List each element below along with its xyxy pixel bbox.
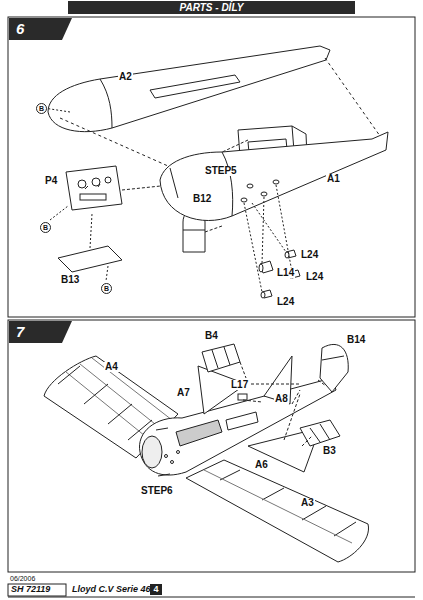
- kit-name: Lloyd C.V Serie 46: [72, 585, 151, 594]
- part-label: A7: [176, 388, 191, 398]
- part-label: A1: [326, 174, 341, 184]
- part-label: B12: [192, 194, 212, 204]
- part-label: A4: [104, 362, 119, 372]
- page-number: 4: [150, 584, 162, 595]
- part-label: A2: [118, 72, 133, 82]
- step-number: 6: [16, 21, 24, 36]
- circled-letter: B: [40, 222, 51, 233]
- part-label: L24: [276, 297, 295, 307]
- date-note: 06/2006: [10, 575, 35, 582]
- circled-letter: B: [36, 103, 47, 114]
- part-label: B3: [322, 446, 337, 456]
- kit-number: SH 72119: [11, 585, 50, 594]
- part-label: B14: [346, 335, 366, 345]
- circled-letter: B: [101, 283, 112, 294]
- part-label: P4: [44, 176, 58, 186]
- step-reference: STEP6: [140, 486, 174, 496]
- part-label: A6: [254, 460, 269, 470]
- part-label: L24: [300, 250, 319, 260]
- step-reference: STEP5: [204, 166, 238, 176]
- part-label: L24: [305, 272, 324, 282]
- part-label: L14: [276, 268, 295, 278]
- step-number: 7: [16, 324, 24, 339]
- part-label: A8: [274, 394, 289, 404]
- header-title: PARTS - DÍLY: [68, 1, 355, 14]
- part-label: L17: [230, 380, 249, 390]
- part-label: B13: [60, 275, 80, 285]
- part-label: A3: [300, 498, 315, 508]
- part-label: B4: [204, 331, 219, 341]
